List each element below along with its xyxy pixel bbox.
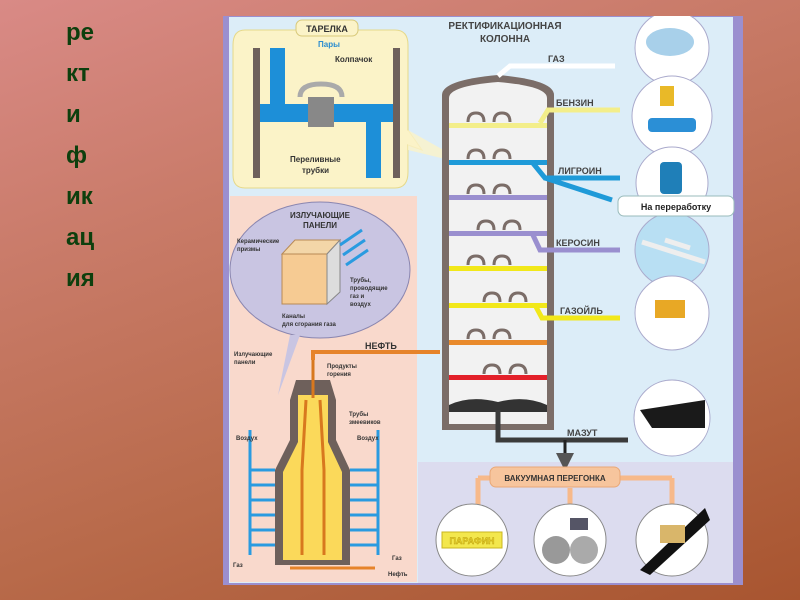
tray-residue: [449, 375, 547, 380]
ligroin-label: ЛИГРОИН: [558, 166, 602, 176]
reprocessing-arrow: [544, 175, 613, 203]
fuel-oil-arrow: [495, 410, 628, 443]
paraffin-label: ПАРАФИН: [449, 536, 494, 546]
pipes-label-1: Трубы,: [350, 277, 371, 284]
tray-gasoline: [449, 123, 547, 128]
vapors-label: Пары: [318, 40, 340, 49]
panel-title-2: ПАНЕЛИ: [303, 221, 337, 230]
gas-arrow: [496, 63, 615, 78]
furnace: Излучающие панели Продукты горения Трубы…: [233, 341, 440, 578]
title-line: ац: [66, 224, 95, 251]
tray-title: ТАРЕЛКА: [306, 24, 348, 34]
pipes-label-2: проводящие: [350, 286, 388, 292]
ceramic-label-2: призмы: [237, 247, 260, 253]
vacuum-distillation: ВАКУУМНАЯ ПЕРЕГОНКА ПАРАФИН: [435, 466, 710, 577]
vacuum-title: ВАКУУМНАЯ ПЕРЕГОНКА: [504, 474, 605, 483]
air-right-label: Воздух: [357, 436, 379, 442]
tray-ligroin: [449, 160, 547, 165]
tray-purple: [449, 195, 547, 200]
oil-in-label: Нефть: [388, 571, 408, 578]
title-line: кт: [66, 60, 90, 87]
tray-yellow: [449, 266, 547, 271]
column-title-2: КОЛОННА: [480, 34, 530, 45]
pipes-label-3: газ и: [350, 294, 365, 300]
product-arrows: ГАЗ БЕНЗИН ЛИГРОИН КЕРОСИН ГАЗОЙЛЬ МАЗУТ: [495, 54, 628, 471]
radiant-panel-inset: ИЗЛУЧАЮЩИЕ ПАНЕЛИ Керамические призмы Тр…: [229, 201, 411, 339]
pipes-label-4: воздух: [350, 302, 371, 308]
air-left-label: Воздух: [236, 436, 258, 442]
ceramic-label-1: Керамические: [237, 239, 280, 245]
gas-left-label: Газ: [233, 563, 243, 569]
title-line: ия: [66, 265, 95, 292]
gas-right-label: Газ: [392, 556, 402, 562]
combustion-label-1: Продукты: [327, 364, 357, 370]
overflow-label-2: трубки: [302, 166, 329, 175]
coils-label-2: змеевиков: [349, 420, 381, 426]
radiant-label-1: Излучающие: [234, 352, 273, 358]
overflow-label-1: Переливные: [290, 155, 341, 164]
tray-inset: ТАРЕЛКА Пары Колпачок Переливные трубки: [232, 19, 424, 189]
channels-label-2: для сгорания газа: [282, 322, 337, 328]
title-line: ик: [66, 183, 93, 210]
reprocessing-label: На переработку: [641, 202, 711, 212]
panel-title-1: ИЗЛУЧАЮЩИЕ: [290, 211, 351, 220]
gasoil-arrow: [532, 303, 620, 321]
kerosene-arrow: [529, 231, 620, 253]
title-line: и: [66, 101, 81, 128]
fuel-oil-label: МАЗУТ: [567, 428, 598, 438]
column-title-1: РЕКТИФИКАЦИОННАЯ: [448, 21, 561, 32]
radiant-label-2: панели: [234, 360, 256, 366]
cap-label: Колпачок: [335, 55, 373, 64]
reprocessing-box: На переработку: [617, 195, 735, 217]
combustion-label-2: горения: [327, 372, 351, 378]
product-illustrations: [631, 16, 713, 457]
tray-kerosene: [449, 231, 547, 236]
slide-title: ре кт и ф ик ац ия: [66, 12, 126, 299]
tray-gasoil: [449, 303, 547, 308]
channels-label-1: Каналы: [282, 314, 305, 320]
lubricant-gears-image: [533, 503, 607, 577]
distillation-diagram: ТАРЕЛКА Пары Колпачок Переливные трубки …: [223, 16, 743, 585]
oil-to-column-pipe: [311, 350, 440, 360]
distillation-column: РЕКТИФИКАЦИОННАЯ КОЛОННА: [442, 21, 562, 430]
gasoline-label: БЕНЗИН: [556, 98, 594, 108]
oil-out-label: НЕФТЬ: [365, 341, 397, 351]
gas-label: ГАЗ: [548, 54, 565, 64]
gasoline-arrow: [537, 107, 620, 125]
coils-label-1: Трубы: [349, 411, 368, 418]
column-bottom-residue: [449, 399, 547, 412]
inset-pointer: [278, 335, 300, 395]
gasoil-label: ГАЗОЙЛЬ: [560, 305, 603, 316]
title-line: ф: [66, 142, 87, 169]
kerosene-label: КЕРОСИН: [556, 238, 600, 248]
tray-heavy: [449, 340, 547, 345]
title-line: ре: [66, 19, 95, 46]
